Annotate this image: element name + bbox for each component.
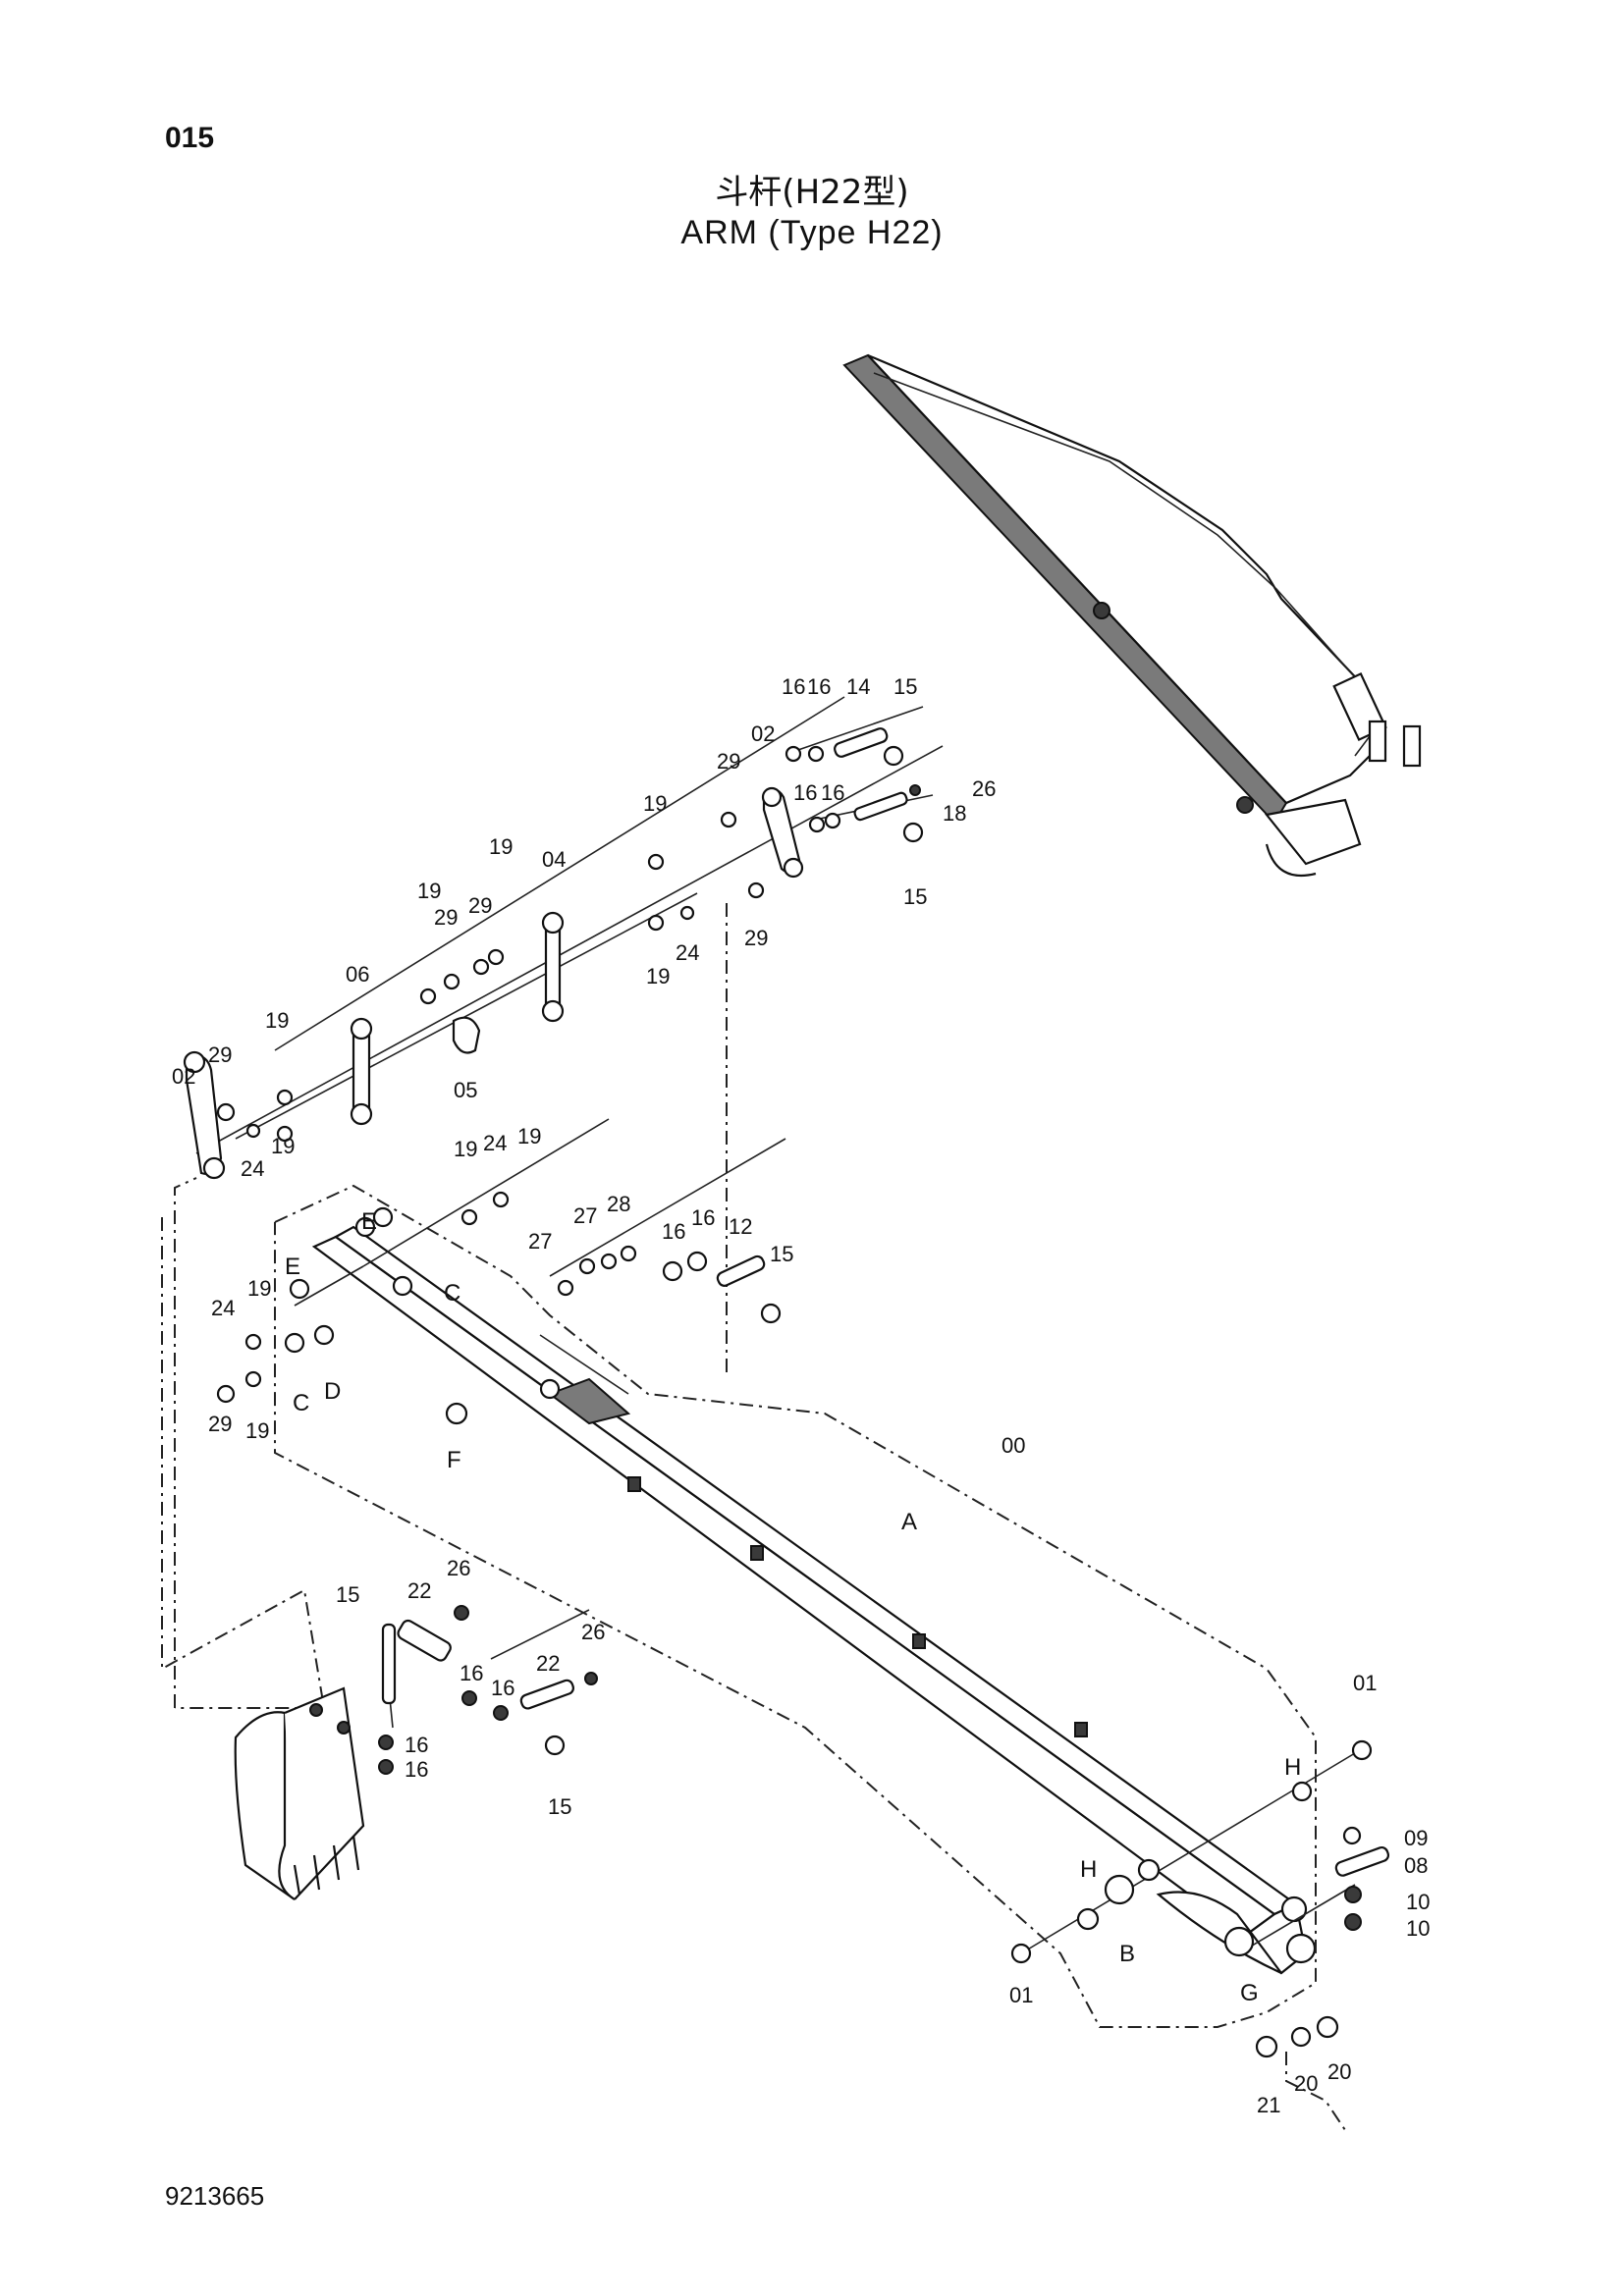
callout-19: 19 <box>643 791 667 816</box>
callout-01: 01 <box>1009 1983 1033 2007</box>
callout-G: G <box>1240 1980 1259 2006</box>
callout-15: 15 <box>770 1242 793 1266</box>
callout-12: 12 <box>729 1214 752 1239</box>
callout-B: B <box>1119 1941 1135 1967</box>
callout-29: 29 <box>468 893 492 918</box>
callout-16: 16 <box>405 1757 428 1782</box>
callout-29: 29 <box>717 749 740 774</box>
callout-16: 16 <box>405 1733 428 1757</box>
callout-D: D <box>324 1378 341 1405</box>
callout-22: 22 <box>407 1578 431 1603</box>
callout-26: 26 <box>972 776 996 801</box>
callout-16: 16 <box>491 1676 514 1700</box>
callout-15: 15 <box>903 884 927 909</box>
callout-E: E <box>361 1208 377 1235</box>
callout-27: 27 <box>528 1229 552 1254</box>
callout-C: C <box>293 1390 309 1416</box>
callout-19: 19 <box>517 1124 541 1148</box>
callout-16: 16 <box>793 780 817 805</box>
callout-06: 06 <box>346 962 369 987</box>
callout-19: 19 <box>489 834 513 859</box>
callout-02: 02 <box>172 1064 195 1089</box>
washer-group-outline <box>1285 2052 1346 2131</box>
callout-24: 24 <box>211 1296 235 1320</box>
callout-05: 05 <box>454 1078 477 1102</box>
callout-16: 16 <box>691 1205 715 1230</box>
callout-21: 21 <box>1257 2093 1280 2117</box>
callout-24: 24 <box>483 1131 507 1155</box>
callout-24: 24 <box>676 940 699 965</box>
callout-15: 15 <box>336 1582 359 1607</box>
callout-14: 14 <box>846 674 870 699</box>
callout-H: H <box>1284 1754 1301 1781</box>
callout-10: 10 <box>1406 1916 1430 1941</box>
callout-16: 16 <box>460 1661 483 1685</box>
callout-19: 19 <box>417 879 441 903</box>
callout-27: 27 <box>573 1203 597 1228</box>
callout-15: 15 <box>548 1794 571 1819</box>
callout-16: 16 <box>662 1219 685 1244</box>
link-parts <box>183 786 804 1180</box>
callout-28: 28 <box>607 1192 630 1216</box>
callout-26: 26 <box>581 1620 605 1644</box>
callout-E: E <box>285 1254 300 1280</box>
callout-20: 20 <box>1294 2071 1318 2096</box>
callout-04: 04 <box>542 847 566 872</box>
bucket-illustration <box>234 1686 365 1900</box>
callout-19: 19 <box>265 1008 289 1033</box>
document-number: 9213665 <box>165 2181 265 2211</box>
callout-15: 15 <box>893 674 917 699</box>
callout-08: 08 <box>1404 1853 1428 1878</box>
callout-01: 01 <box>1353 1671 1377 1695</box>
title-english: ARM (Type H22) <box>680 214 944 251</box>
callout-F: F <box>447 1447 461 1473</box>
callout-29: 29 <box>208 1412 232 1436</box>
callout-22: 22 <box>536 1651 560 1676</box>
callout-19: 19 <box>454 1137 477 1161</box>
callout-24: 24 <box>241 1156 264 1181</box>
callout-19: 19 <box>247 1276 271 1301</box>
callout-29: 29 <box>434 905 458 930</box>
arm-assembly-outline <box>274 1184 1317 2028</box>
callout-16: 16 <box>782 674 805 699</box>
callout-19: 19 <box>646 964 670 988</box>
callout-labels: 16 16 14 15 02 29 16 16 26 18 15 19 19 0… <box>172 674 1430 2117</box>
callout-00: 00 <box>1001 1433 1025 1458</box>
axis-lines <box>195 696 1366 1954</box>
callout-19: 19 <box>271 1134 295 1158</box>
callout-02: 02 <box>751 721 775 746</box>
lower-link-outline <box>174 1177 197 1708</box>
callout-C: C <box>444 1280 460 1307</box>
callout-H: H <box>1080 1856 1097 1883</box>
callout-A: A <box>901 1509 917 1535</box>
callout-18: 18 <box>943 801 966 826</box>
overview-machine-illustration <box>842 353 1422 878</box>
callout-19: 19 <box>245 1418 269 1443</box>
callout-26: 26 <box>447 1556 470 1580</box>
callout-16: 16 <box>821 780 844 805</box>
small-parts <box>216 727 1390 2058</box>
callout-09: 09 <box>1404 1826 1428 1850</box>
arm-body <box>311 1225 1317 1975</box>
callout-10: 10 <box>1406 1890 1430 1914</box>
callout-20: 20 <box>1327 2059 1351 2084</box>
page-number: 015 <box>165 122 215 154</box>
callout-29: 29 <box>744 926 768 950</box>
callout-29: 29 <box>208 1042 232 1067</box>
title-chinese: 斗杆(H22型) <box>715 173 909 212</box>
callout-16: 16 <box>807 674 831 699</box>
